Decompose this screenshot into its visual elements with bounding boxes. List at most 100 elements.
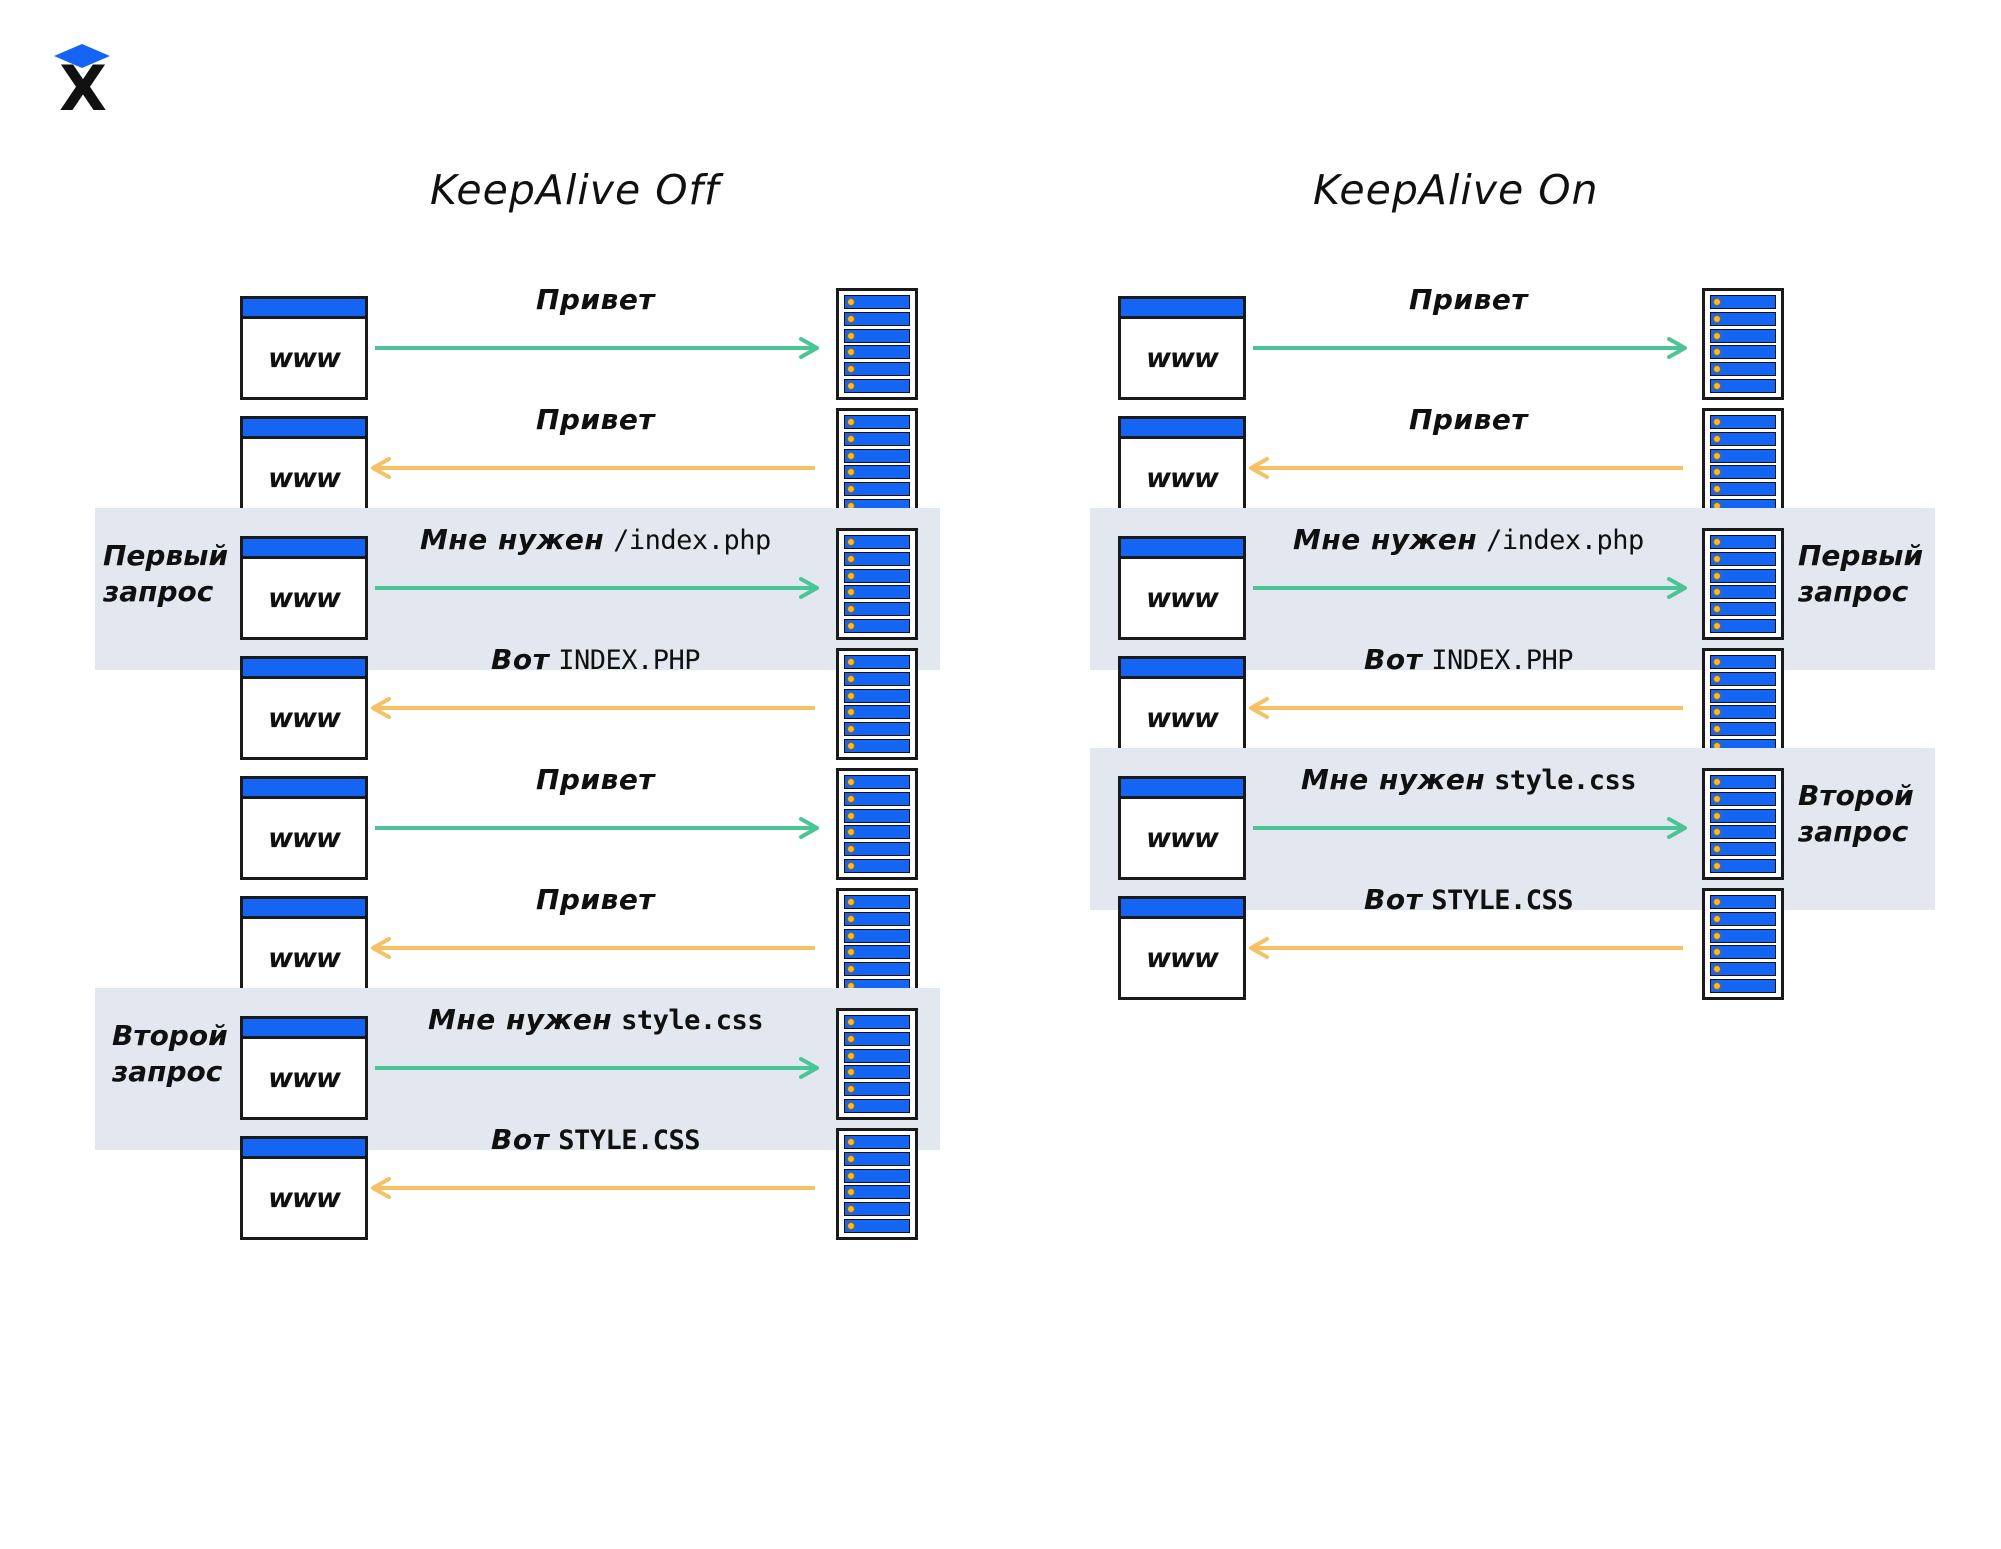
server-slot [844,482,910,497]
arrow-line [1253,826,1683,830]
server-led-icon [847,571,855,580]
caption-line: Второй [112,1019,228,1052]
message-text-code: style.css [621,1005,763,1036]
server-slot [1710,345,1776,360]
server-slot [844,602,910,617]
server-slot [1710,551,1776,566]
server-led-icon [847,965,855,974]
server-slot [844,465,910,480]
server-slot [1710,585,1776,600]
arrow-line [1253,466,1683,470]
server-slot [1710,362,1776,377]
server-slot [844,655,910,669]
caption-line: запрос [1798,815,1909,849]
server-led-icon [1713,331,1721,340]
server-slot [844,585,910,600]
arrow-head-icon [371,1177,393,1199]
server-rack-icon [1702,408,1784,520]
browser-label: www [268,342,341,374]
server-led-icon [847,898,855,906]
browser-titlebar [243,1139,365,1159]
server-rack-icon [836,288,918,400]
arrow-head-icon [797,1057,819,1079]
server-slot [1710,962,1776,977]
server-rack-icon [836,1008,918,1120]
message-text-handwritten: Привет [536,403,656,436]
message-text-code: INDEX.PHP [1431,645,1574,676]
message-text-handwritten: Вот [491,1123,550,1156]
browser-window-icon: www [240,1016,368,1120]
server-slot [1710,791,1776,806]
response-arrow [371,456,815,480]
server-slot [844,1185,910,1200]
server-led-icon [1713,828,1721,837]
arrow-message-label: Мне нужен style.css [428,1005,763,1036]
server-led-icon [847,674,855,683]
browser-titlebar [1121,899,1243,919]
server-slot [844,311,910,326]
server-slot [844,618,910,633]
server-led-icon [847,1051,855,1060]
browser-window-icon: www [1118,416,1246,520]
server-led-icon [847,931,855,940]
server-led-icon [847,418,855,426]
server-slot [1710,688,1776,703]
response-arrow [371,1176,815,1200]
server-slot [844,535,910,549]
response-arrow [1249,936,1683,960]
arrow-head-icon [1249,457,1271,479]
server-slot [1710,448,1776,463]
server-led-icon [847,605,855,614]
server-led-icon [847,725,855,734]
arrow-message-label: Привет [536,766,655,794]
browser-label: www [268,1182,341,1214]
server-led-icon [847,1205,855,1214]
arrow-message-label: Мне нужен style.css [1301,766,1636,795]
arrow-head-icon [1665,337,1687,359]
server-led-icon [847,1138,855,1146]
server-led-icon [1713,861,1721,870]
caption-line: запрос [103,575,214,609]
arrow-head-icon [1249,937,1271,959]
server-led-icon [1713,538,1721,546]
server-slot [844,722,910,737]
server-slot [1710,825,1776,840]
server-led-icon [847,1221,855,1230]
server-led-icon [847,794,855,803]
server-led-icon [1713,981,1721,990]
server-slot [1710,655,1776,669]
server-led-icon [847,845,855,854]
server-slot [844,1135,910,1149]
arrow-head-icon [1249,697,1271,719]
server-slot [844,1048,910,1063]
server-led-icon [847,434,855,443]
server-slot [1710,945,1776,960]
browser-titlebar [243,539,365,559]
server-slot [844,1098,910,1113]
server-slot [1710,808,1776,823]
server-slot [1710,602,1776,617]
server-led-icon [847,538,855,546]
column-title-keepalive-on: KeepAlive On [1313,166,1599,214]
server-slot [844,825,910,840]
message-text-handwritten: Привет [1409,403,1529,436]
arrow-head-icon [1665,577,1687,599]
arrow-line [375,586,815,590]
server-led-icon [1713,965,1721,974]
response-arrow [1249,456,1683,480]
arrow-message-label: Привет [536,286,655,314]
server-led-icon [847,365,855,374]
server-led-icon [847,778,855,786]
server-slot [844,345,910,360]
server-led-icon [847,314,855,323]
browser-window-icon: www [240,536,368,640]
server-led-icon [847,1188,855,1197]
server-slot [844,775,910,789]
server-led-icon [1713,451,1721,460]
server-slot [1710,465,1776,480]
arrow-message-label: Мне нужен /index.php [1293,526,1644,555]
caption-line: Второй [1798,779,1914,812]
server-rack-icon [1702,648,1784,760]
caption-line: запрос [1798,575,1909,609]
server-led-icon [1713,658,1721,666]
